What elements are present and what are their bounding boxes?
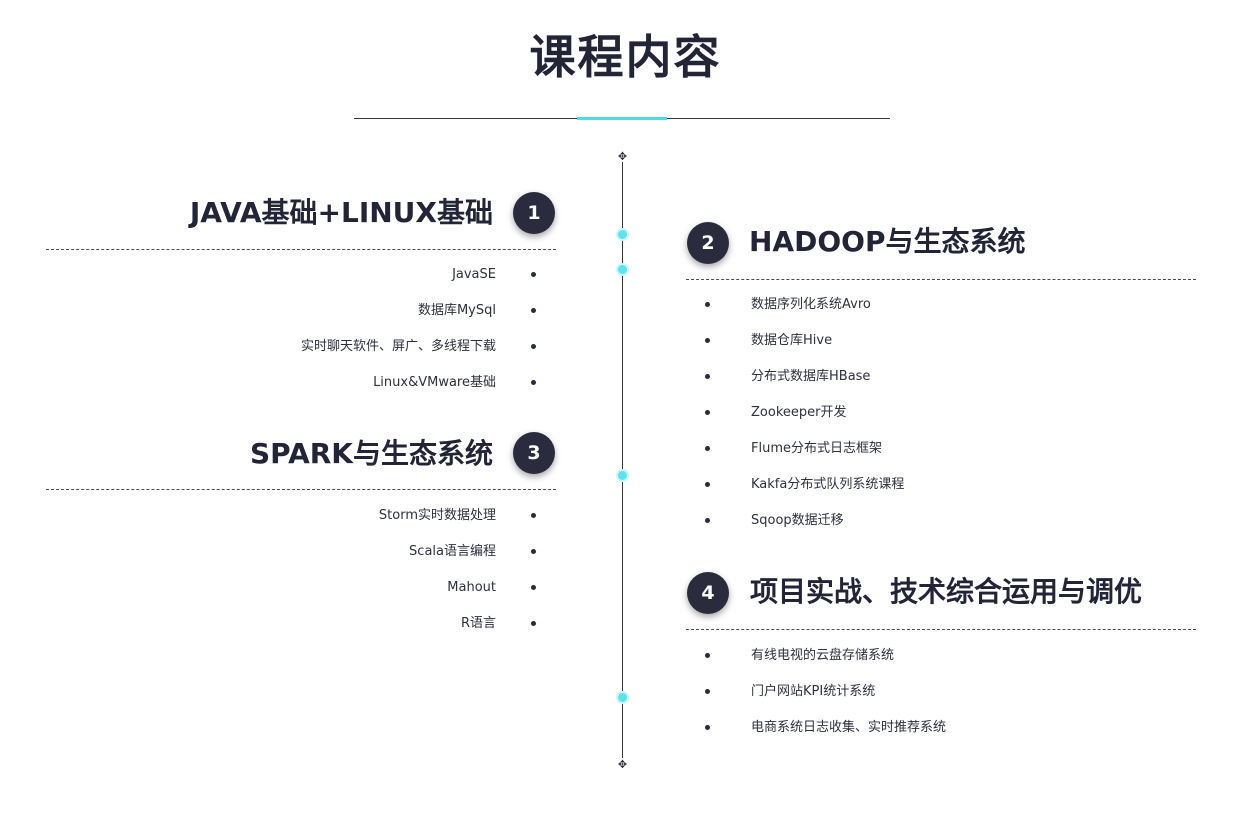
section-number-badge: 2 [687,222,729,264]
list-item: Sqoop数据迁移 [705,503,904,539]
section-number-badge: 3 [513,432,555,474]
bullet-icon [531,344,536,349]
section-title: SPARK与生态系统 [249,437,493,470]
list-item: Scala语言编程 [379,534,536,570]
section-item-list: JavaSE 数据库MySql 实时聊天软件、屏广、多线程下载 Linux&VM… [301,257,536,401]
timeline-node-3 [616,469,629,482]
list-item: Storm实时数据处理 [379,498,536,534]
page-title: 课程内容 [529,30,722,84]
bullet-icon [531,308,536,313]
section-item-list: 有线电视的云盘存储系统 门户网站KPI统计系统 电商系统日志收集、实时推荐系统 [705,638,946,746]
section-title: JAVA基础+LINUX基础 [189,196,493,229]
bullet-icon [705,689,710,694]
bullet-icon [705,725,710,730]
bullet-icon [705,410,710,415]
section-divider [46,249,556,250]
title-accent-bar [577,117,667,120]
timeline-node-2 [616,263,629,276]
list-item: 分布式数据库HBase [705,359,904,395]
list-item: R语言 [379,606,536,642]
timeline-bottom-cap-icon: ✥ [617,758,628,771]
bullet-icon [531,380,536,385]
bullet-icon [705,374,710,379]
section-title: 项目实战、技术综合运用与调优 [750,575,1143,608]
section-item-list: Storm实时数据处理 Scala语言编程 Mahout R语言 [379,498,536,642]
timeline-top-cap-icon: ✥ [617,150,628,163]
section-divider [686,279,1196,280]
bullet-icon [531,585,536,590]
list-item: 数据仓库Hive [705,323,904,359]
list-item: Kakfa分布式队列系统课程 [705,467,904,503]
bullet-icon [705,653,710,658]
timeline-node-1 [616,228,629,241]
list-item: 电商系统日志收集、实时推荐系统 [705,710,946,746]
bullet-icon [705,482,710,487]
list-item: 有线电视的云盘存储系统 [705,638,946,674]
bullet-icon [531,513,536,518]
bullet-icon [705,338,710,343]
section-title: HADOOP与生态系统 [749,225,1026,258]
bullet-icon [705,446,710,451]
bullet-icon [531,549,536,554]
bullet-icon [531,621,536,626]
list-item: 门户网站KPI统计系统 [705,674,946,710]
section-number-badge: 4 [687,572,729,614]
section-item-list: 数据序列化系统Avro 数据仓库Hive 分布式数据库HBase Zookeep… [705,287,904,539]
timeline-node-4 [616,691,629,704]
section-number-badge: 1 [513,192,555,234]
bullet-icon [705,302,710,307]
bullet-icon [531,272,536,277]
list-item: 数据库MySql [301,293,536,329]
section-divider [686,629,1196,630]
list-item: Mahout [379,570,536,606]
bullet-icon [705,518,710,523]
timeline-line [622,162,623,758]
list-item: 实时聊天软件、屏广、多线程下载 [301,329,536,365]
list-item: Zookeeper开发 [705,395,904,431]
list-item: Linux&VMware基础 [301,365,536,401]
list-item: Flume分布式日志框架 [705,431,904,467]
list-item: JavaSE [301,257,536,293]
list-item: 数据序列化系统Avro [705,287,904,323]
section-divider [46,489,556,490]
